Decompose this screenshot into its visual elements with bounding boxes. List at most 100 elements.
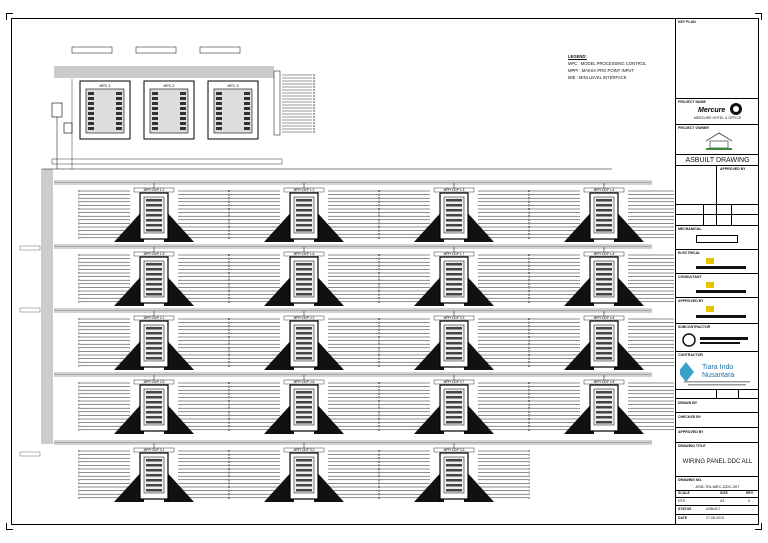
terminal	[116, 117, 122, 120]
terminal-point	[378, 482, 380, 485]
terminal-point	[78, 410, 80, 413]
terminal	[116, 112, 122, 115]
cable-bundle	[564, 337, 594, 370]
project-name: MERCURE HOTEL & OFFICE	[693, 116, 742, 120]
terminal	[146, 464, 162, 467]
terminal-point	[528, 361, 530, 364]
terminal	[446, 293, 462, 296]
terminal	[146, 396, 162, 399]
terminal-point	[312, 85, 316, 89]
terminal-point	[528, 343, 530, 346]
cable-bundle	[264, 469, 294, 502]
terminal	[596, 337, 612, 340]
terminal-point	[312, 73, 316, 77]
cable-bundle	[464, 469, 494, 502]
terminal-point	[78, 204, 80, 207]
power-supply	[51, 102, 63, 118]
title-block: KEY PLAN PROJECT NAME Mercure MERCURE HO…	[675, 19, 759, 524]
terminal	[596, 268, 612, 271]
drawing-type: ASBUILT DRAWING	[685, 157, 750, 164]
cable-bundle	[264, 209, 294, 242]
terminal	[180, 117, 186, 120]
terminal	[296, 484, 312, 487]
terminal-point	[528, 471, 530, 474]
terminal	[216, 97, 222, 100]
terminal	[146, 332, 162, 335]
terminal-point	[378, 421, 380, 424]
terminal-point	[378, 282, 380, 285]
terminal	[446, 224, 462, 227]
terminal-point	[378, 389, 380, 392]
contractor-label: CONTRACTOR	[678, 353, 703, 357]
cable-loop	[51, 158, 283, 165]
terminal-point	[228, 471, 230, 474]
terminal-point	[378, 293, 380, 296]
terminal	[244, 117, 250, 120]
cable-bundle	[114, 337, 144, 370]
terminal	[596, 327, 612, 330]
terminal-point	[378, 197, 380, 200]
terminal-point	[312, 88, 316, 92]
terminal-point	[528, 297, 530, 300]
terminal-point	[228, 364, 230, 367]
mppi-label: MPPI DDP 3-1	[144, 448, 165, 452]
terminal	[296, 342, 312, 345]
terminal	[296, 357, 312, 360]
mppi-label: MPPI DDP 2-2	[294, 316, 315, 320]
terminal-point	[78, 354, 80, 356]
terminal-point	[378, 218, 380, 221]
terminal-point	[78, 200, 80, 203]
terminal-point	[228, 215, 230, 218]
terminal-point	[528, 385, 530, 388]
mppi-label: MPPI DDP 1-3	[444, 188, 465, 192]
terminal-point	[528, 457, 530, 460]
terminal-point	[78, 357, 80, 360]
terminal	[146, 288, 162, 291]
terminal-point	[78, 257, 80, 260]
mercure-logo-icon: Mercure	[698, 103, 742, 115]
drawing-type-cell: ASBUILT DRAWING	[676, 155, 759, 166]
terminal	[446, 337, 462, 340]
terminal-point	[528, 229, 530, 232]
mppi-label: MPPI DDP 2-5	[144, 380, 165, 384]
terminal	[146, 421, 162, 424]
terminal	[296, 337, 312, 340]
terminal	[146, 263, 162, 266]
contractor-cell: CONTRACTOR Tiara Indo Nusantara	[676, 352, 759, 390]
terminal	[116, 102, 122, 105]
terminal-point	[78, 254, 80, 256]
terminal-point	[528, 233, 530, 236]
terminal-point	[228, 226, 230, 228]
terminal-point	[528, 403, 530, 406]
terminal-point	[528, 293, 530, 296]
terminal-point	[378, 414, 380, 417]
terminal	[146, 327, 162, 330]
terminal-point	[228, 282, 230, 285]
terminal-point	[228, 233, 230, 236]
terminal-point	[228, 286, 230, 289]
terminal	[446, 489, 462, 492]
signature-cell: DRAWN BY CHECKED BY APPROVED BY	[676, 390, 759, 443]
terminal	[446, 391, 462, 394]
terminal-point	[78, 350, 80, 353]
terminal-point	[228, 290, 230, 292]
terminal	[596, 352, 612, 355]
terminal-point	[528, 200, 530, 203]
terminal-point	[228, 197, 230, 200]
terminal-point	[312, 79, 316, 83]
terminal-point	[528, 350, 530, 353]
legend-item: MIE : MINI LEVEL INTERFACE	[568, 75, 627, 80]
mpc-board	[149, 88, 189, 134]
owner-cell: PROJECT OWNER	[676, 125, 759, 155]
terminal-point	[528, 410, 530, 413]
terminal	[596, 396, 612, 399]
terminal-point	[378, 261, 380, 264]
terminal	[596, 278, 612, 281]
terminal-point	[78, 236, 80, 239]
svg-text:Tiara Indo: Tiara Indo	[702, 364, 733, 371]
terminal	[596, 421, 612, 424]
terminal-point	[228, 414, 230, 417]
terminal-point	[78, 389, 80, 392]
terminal	[446, 327, 462, 330]
terminal-point	[528, 218, 530, 221]
